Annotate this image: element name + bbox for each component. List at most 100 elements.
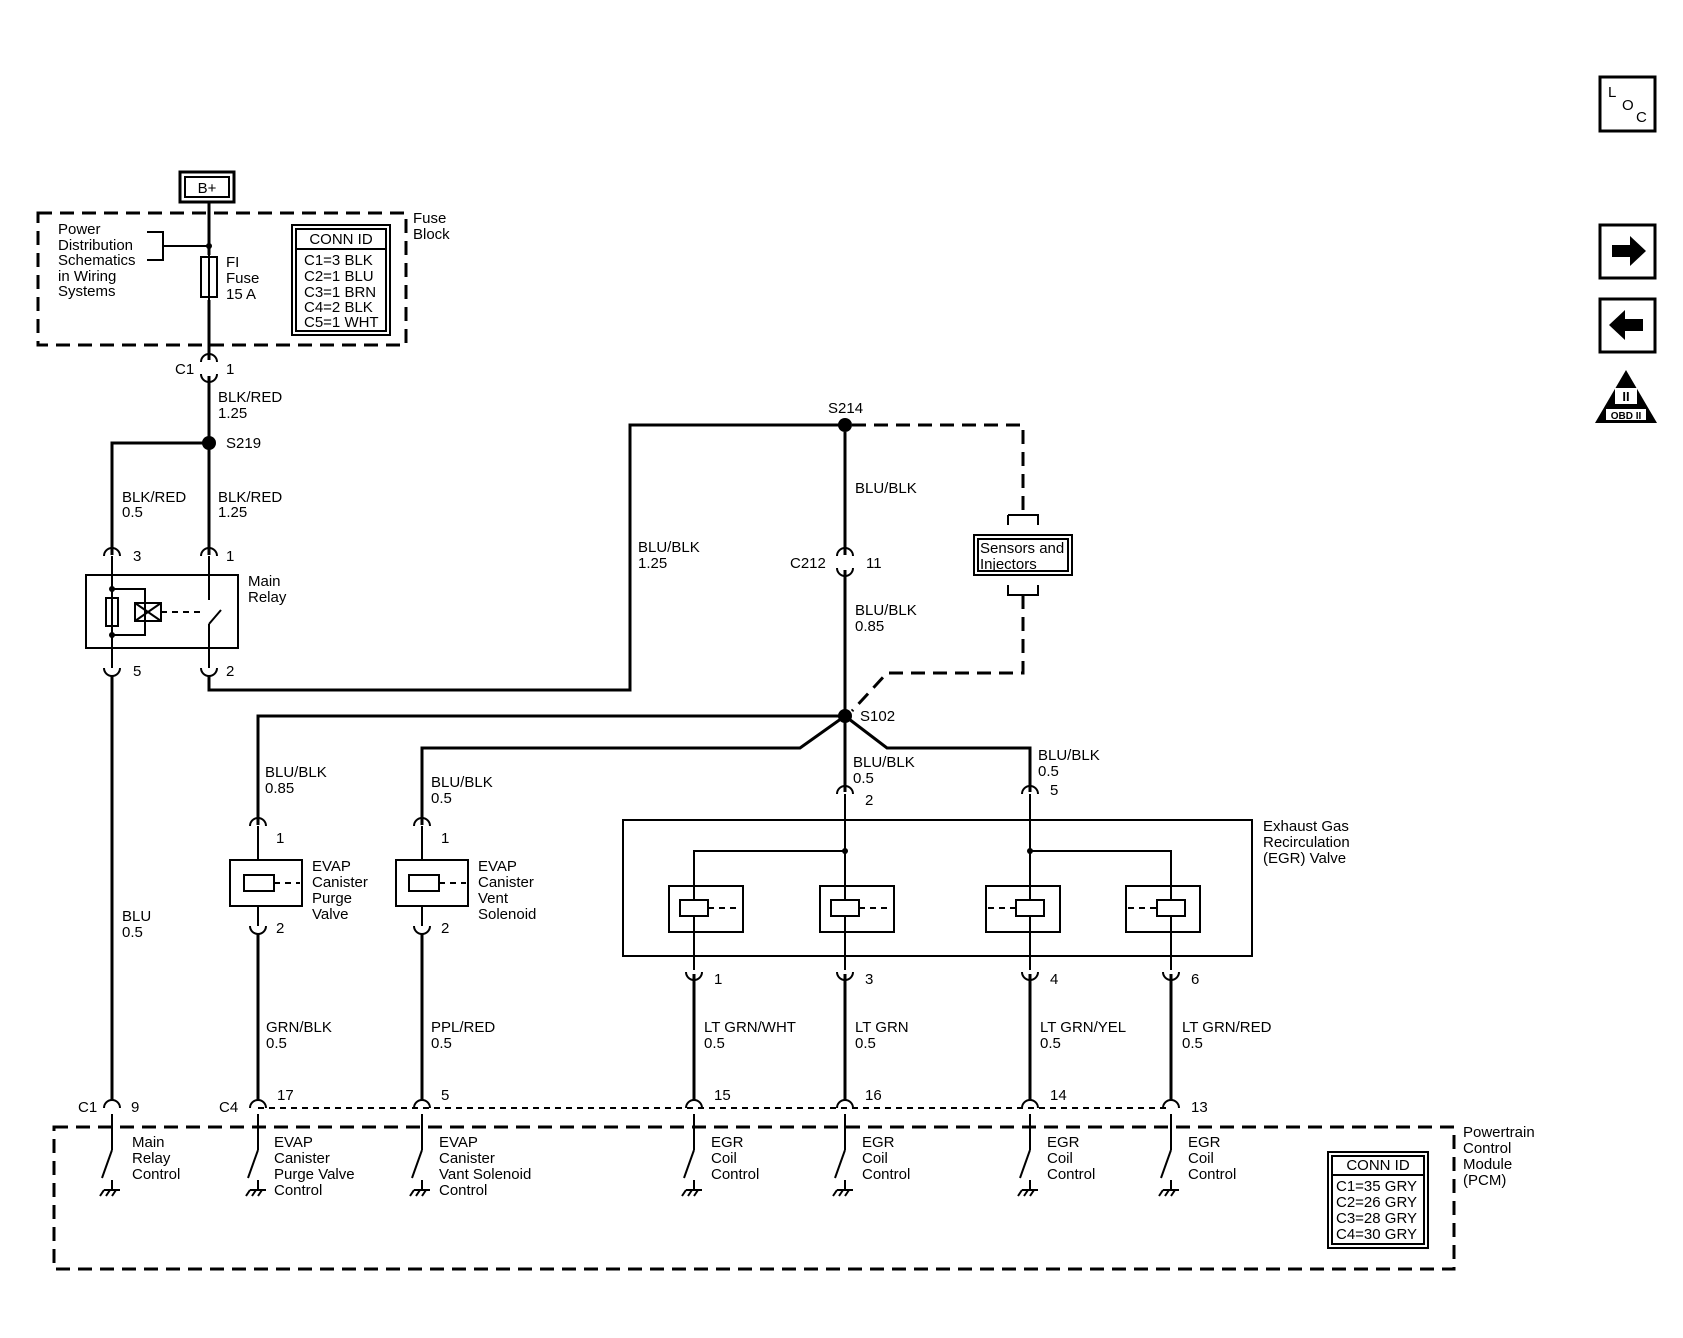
wire-relay1-size: 1.25 <box>218 504 247 521</box>
wire-relay3-size: 0.5 <box>122 504 143 521</box>
pcm-driver7-3: Control <box>1188 1166 1236 1183</box>
wire-relay1-color: BLK/RED <box>218 489 282 506</box>
egr-pin4: 4 <box>1050 971 1058 988</box>
wire-egr6-size: 0.5 <box>1182 1035 1203 1052</box>
vent-label-3: Vent <box>478 890 509 907</box>
pcm-pin16: 16 <box>865 1087 882 1104</box>
pcm-driver5-2: Coil <box>862 1150 888 1167</box>
relay-pin1: 1 <box>226 548 234 565</box>
pcm-driver6-2: Coil <box>1047 1150 1073 1167</box>
wire-blu-blk-vent <box>420 714 846 825</box>
purge-label-3: Purge <box>312 890 352 907</box>
egr-label-3: (EGR) Valve <box>1263 850 1346 867</box>
relay-pin3: 3 <box>133 548 141 565</box>
pcm-driver2-2: Canister <box>274 1150 330 1167</box>
wire-egr3-color: LT GRN <box>855 1019 909 1036</box>
c212-name: C212 <box>790 555 826 572</box>
wire-blu-blk-relay-out <box>207 423 845 692</box>
pcm-pin14: 14 <box>1050 1087 1067 1104</box>
wire-vent-out-color: PPL/RED <box>431 1019 495 1036</box>
relay-pin5: 5 <box>133 663 141 680</box>
pcm-pin13: 13 <box>1191 1099 1208 1116</box>
pcm-title-3: Module <box>1463 1156 1512 1173</box>
wire-relay-ctrl-color: BLU <box>122 908 151 925</box>
egr-label-1: Exhaust Gas <box>1263 818 1349 835</box>
purge-coil-icon <box>243 874 275 892</box>
purge-pin1: 1 <box>276 830 284 847</box>
pcm-title-2: Control <box>1463 1140 1511 1157</box>
b-plus-box <box>178 170 236 204</box>
pcm-driver6-1: EGR <box>1047 1134 1080 1151</box>
wire-egr6-color: LT GRN/RED <box>1182 1019 1272 1036</box>
pcm-c4-pin17: 17 <box>277 1087 294 1104</box>
splice-s214 <box>838 418 852 432</box>
pcm-driver2-4: Control <box>274 1182 322 1199</box>
pcm-c1-pin: 9 <box>131 1099 139 1116</box>
pcm-driver4-3: Control <box>711 1166 759 1183</box>
wire-egr3-size: 0.5 <box>855 1035 876 1052</box>
vent-label-4: Solenoid <box>478 906 536 923</box>
fuse-note-2: Distribution <box>58 237 133 254</box>
pcm-conn-id-title: CONN ID <box>1346 1157 1410 1174</box>
relay-switch <box>208 575 222 648</box>
pcm-pin5: 5 <box>441 1087 449 1104</box>
wire-relay-out-color: BLU/BLK <box>638 539 700 556</box>
pcm-driver1-3: Control <box>132 1166 180 1183</box>
purge-label-4: Valve <box>312 906 348 923</box>
wire-blk-red-relay3 <box>110 441 209 555</box>
vent-pin2: 2 <box>441 920 449 937</box>
c212-pin: 11 <box>866 555 882 572</box>
relay-pin2: 2 <box>226 663 234 680</box>
egr-pin2: 2 <box>865 792 873 809</box>
egr-pin1: 1 <box>714 971 722 988</box>
pcm-pin15: 15 <box>714 1087 731 1104</box>
pcm-driver1-2: Relay <box>132 1150 171 1167</box>
wire-c212-size: 0.85 <box>855 618 884 635</box>
pcm-conn-row-3: C3=28 GRY <box>1336 1210 1417 1227</box>
pcm-driver3-4: Control <box>439 1182 487 1199</box>
pcm-driver3-2: Canister <box>439 1150 495 1167</box>
obd-numeral: II <box>1622 389 1629 404</box>
pcm-driver4-2: Coil <box>711 1150 737 1167</box>
pcm-c4-name: C4 <box>219 1099 238 1116</box>
egr-pin3: 3 <box>865 971 873 988</box>
purge-label-2: Canister <box>312 874 368 891</box>
fuse-block-title-1: Fuse <box>413 210 446 227</box>
vent-label-2: Canister <box>478 874 534 891</box>
vent-label-1: EVAP <box>478 858 517 875</box>
s102-label: S102 <box>860 708 895 725</box>
wire-c212-color: BLU/BLK <box>855 602 917 619</box>
fuse-conn-row-2: C2=1 BLU <box>304 268 374 285</box>
egr-coil-4 <box>1125 885 1201 933</box>
pcm-conn-row-2: C2=26 GRY <box>1336 1194 1417 1211</box>
loc-icon[interactable]: L O C <box>1598 75 1657 133</box>
vent-solenoid-box <box>395 859 469 907</box>
fuse-conn-row-5: C5=1 WHT <box>304 314 379 331</box>
fuse-conn-row-1: C1=3 BLK <box>304 252 373 269</box>
s214-label: S214 <box>828 400 863 417</box>
egr-pin5: 5 <box>1050 782 1058 799</box>
wire-egr1-color: LT GRN/WHT <box>704 1019 796 1036</box>
wire-egr1-size: 0.5 <box>704 1035 725 1052</box>
wire-s214-color: BLU/BLK <box>855 480 917 497</box>
fuse-block-title-2: Block <box>413 226 450 243</box>
wire-vent-color: BLU/BLK <box>431 774 493 791</box>
pcm-driver7-1: EGR <box>1188 1134 1221 1151</box>
wire-purge-size: 0.85 <box>265 780 294 797</box>
wire-egr2-size: 0.5 <box>853 770 874 787</box>
purge-label-1: EVAP <box>312 858 351 875</box>
wire-sensors-feed <box>852 423 1025 515</box>
pcm-c1-name: C1 <box>78 1099 97 1116</box>
wire-fuse-size: 1.25 <box>218 405 247 422</box>
pcm-conn-row-4: C4=30 GRY <box>1336 1226 1417 1243</box>
pcm-driver2-1: EVAP <box>274 1134 313 1151</box>
purge-valve-box <box>229 859 303 907</box>
next-arrow-icon[interactable] <box>1598 223 1657 280</box>
wire-relay-out-size: 1.25 <box>638 555 667 572</box>
pcm-driver5-3: Control <box>862 1166 910 1183</box>
vent-coil-icon <box>408 874 440 892</box>
back-arrow-icon[interactable] <box>1598 297 1657 354</box>
obd-ii-icon[interactable]: II OBD II <box>1595 370 1657 423</box>
loc-l: L <box>1608 84 1616 101</box>
egr-coil-1 <box>668 885 744 933</box>
